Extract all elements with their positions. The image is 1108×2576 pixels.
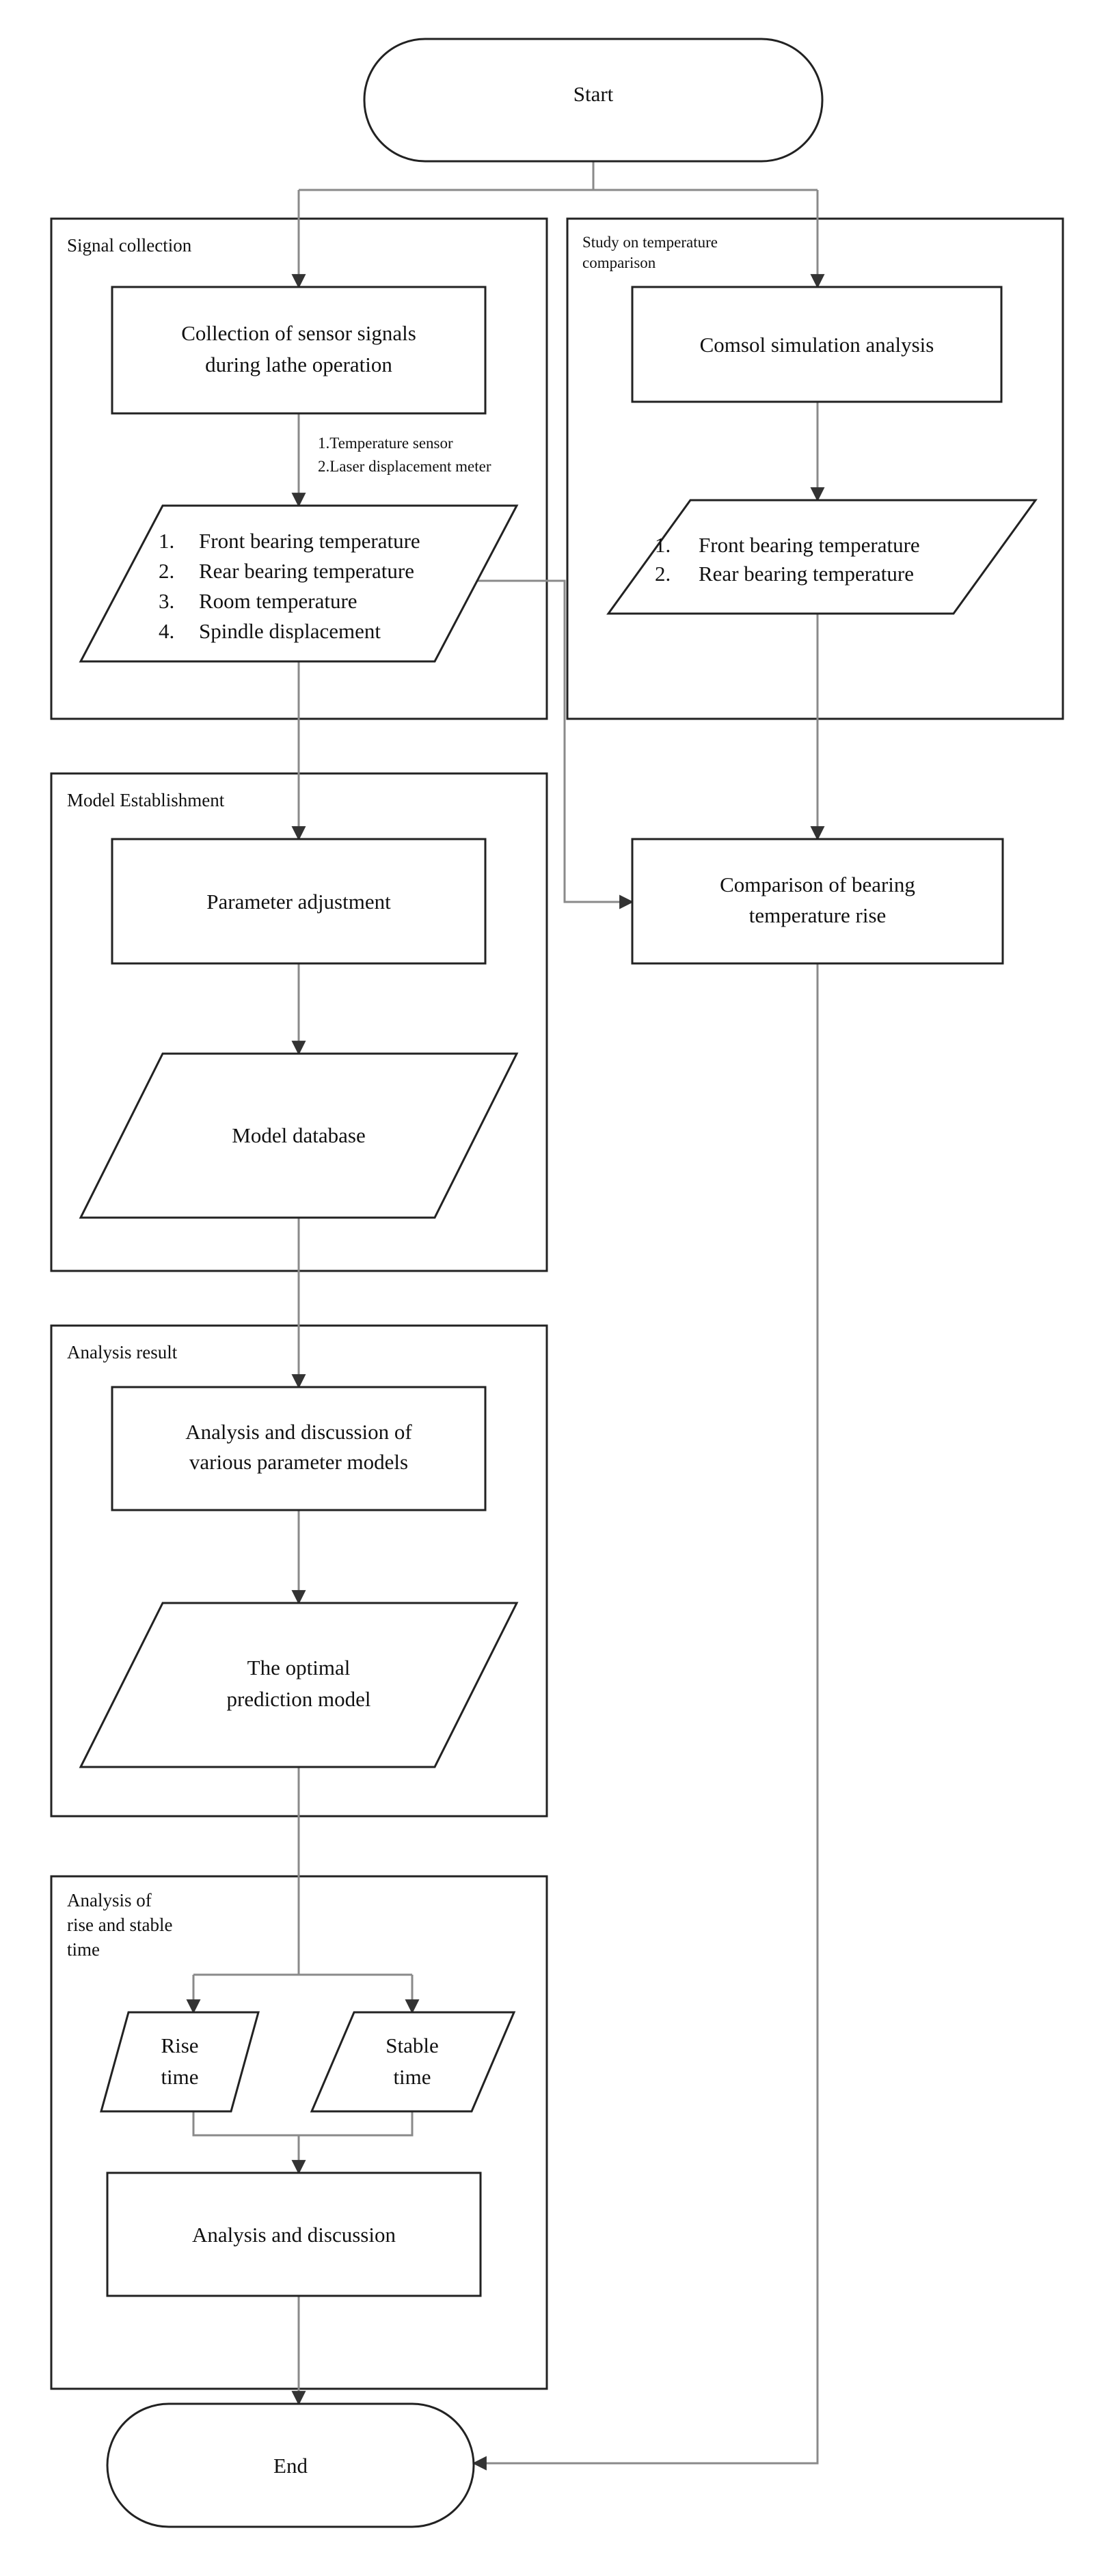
analysis-models-label-1: Analysis and discussion of <box>185 1420 412 1444</box>
start-label: Start <box>573 82 614 106</box>
group-signal-collection-title: Signal collection <box>67 235 192 256</box>
connector-merge <box>192 2111 414 2173</box>
comsol-label: Comsol simulation analysis <box>700 333 934 357</box>
measured-num-3: 3. <box>159 589 174 613</box>
connector-comparison-end <box>472 963 819 2471</box>
connector-optimal-split <box>193 1767 412 1976</box>
measured-data-parallelogram <box>79 504 519 663</box>
comparison-process <box>631 838 1004 965</box>
connector-list-comparison <box>472 579 634 909</box>
group-temperature-comparison <box>566 217 1064 720</box>
sim-item-2: Rear bearing temperature <box>699 562 914 586</box>
measured-item-3: Room temperature <box>199 589 357 613</box>
collection-label-2: during lathe operation <box>205 353 392 376</box>
group-model-establishment-title: Model Establishment <box>67 790 225 810</box>
comsol-process <box>631 286 1003 403</box>
sensor-note-1: 1.Temperature sensor <box>318 435 453 452</box>
sim-num-2: 2. <box>655 562 671 586</box>
rise-time-label-1: Rise <box>161 2033 198 2057</box>
rise-time-parallelogram <box>100 2011 260 2113</box>
optimal-model-label-1: The optimal <box>247 1656 351 1680</box>
group-rise-stable-title-1: Analysis of <box>67 1890 152 1910</box>
sim-data-parallelogram <box>606 499 1038 615</box>
measured-num-4: 4. <box>159 619 174 643</box>
optimal-model-parallelogram <box>79 1602 519 1768</box>
end-label: End <box>273 2454 308 2478</box>
group-rise-stable-title-3: time <box>67 1939 100 1960</box>
analysis-discussion-label: Analysis and discussion <box>192 2223 396 2247</box>
measured-num-1: 1. <box>159 529 174 553</box>
analysis-discussion-process <box>106 2171 482 2297</box>
model-db-label: Model database <box>232 1123 365 1147</box>
group-temperature-comparison-title-2: comparison <box>582 254 656 271</box>
comparison-label-2: temperature rise <box>749 903 887 927</box>
measured-item-2: Rear bearing temperature <box>199 559 414 583</box>
stable-time-parallelogram <box>310 2011 516 2113</box>
rise-time-label-2: time <box>161 2065 198 2089</box>
collection-label-1: Collection of sensor signals <box>181 321 416 345</box>
measured-item-4: Spindle displacement <box>199 619 381 643</box>
measured-num-2: 2. <box>159 559 174 583</box>
param-adjust-label: Parameter adjustment <box>206 890 391 914</box>
sensor-note-2: 2.Laser displacement meter <box>318 458 491 475</box>
end-terminal <box>106 2402 475 2528</box>
sim-item-1: Front bearing temperature <box>699 533 920 557</box>
model-db-parallelogram <box>79 1052 519 1219</box>
measured-item-1: Front bearing temperature <box>199 529 420 553</box>
optimal-model-label-2: prediction model <box>227 1687 371 1711</box>
comparison-label-1: Comparison of bearing <box>720 873 915 896</box>
stable-time-label-1: Stable <box>386 2033 439 2057</box>
sim-num-1: 1. <box>655 533 671 557</box>
connector-start-split <box>299 161 818 191</box>
group-rise-stable-title-2: rise and stable <box>67 1915 172 1935</box>
connectors <box>186 161 825 2471</box>
collection-process <box>111 286 487 415</box>
param-adjust-process <box>111 838 487 965</box>
group-temperature-comparison-title-1: Study on temperature <box>582 234 718 251</box>
group-analysis-result-title: Analysis result <box>67 1342 178 1362</box>
start-terminal <box>363 38 824 163</box>
analysis-models-process <box>111 1386 487 1511</box>
stable-time-label-2: time <box>393 2065 431 2089</box>
analysis-models-label-2: various parameter models <box>189 1450 408 1474</box>
